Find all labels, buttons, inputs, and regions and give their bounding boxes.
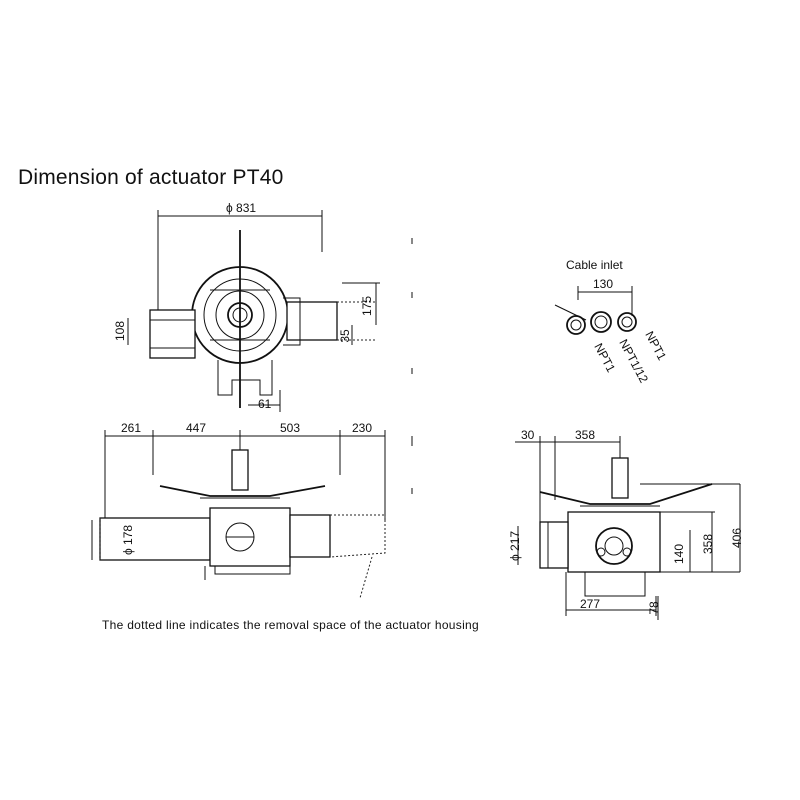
dim-side-358-top: 358 — [575, 428, 595, 442]
dim-side-277: 277 — [580, 597, 600, 611]
dim-side-78: 78 — [647, 601, 661, 615]
cable-inlet: Cable inlet 130 NPT1 NPT1/12 NPT1 — [554, 258, 669, 386]
dim-front-230: 230 — [352, 421, 372, 435]
dim-side-30: 30 — [521, 428, 535, 442]
port-label-3: NPT1 — [642, 329, 669, 363]
top-view: ϕ 831 175 108 35 61 — [113, 201, 380, 412]
dim-side-358: 358 — [701, 534, 715, 554]
dim-front-503: 503 — [280, 421, 300, 435]
dim-top-175: 175 — [360, 296, 374, 316]
dim-top-diameter: ϕ 831 — [226, 201, 256, 215]
dim-side-217: ϕ 217 — [508, 531, 522, 561]
dim-side-140: 140 — [672, 544, 686, 564]
dim-front-178: ϕ 178 — [121, 525, 135, 555]
side-view: 30 358 ϕ 217 358 406 140 277 — [508, 428, 744, 620]
dim-top-61: 61 — [258, 397, 272, 411]
dim-front-447: 447 — [186, 421, 206, 435]
port-label-1: NPT1 — [591, 341, 618, 375]
dim-top-108: 108 — [113, 321, 127, 341]
dim-side-406: 406 — [730, 528, 744, 548]
page-title: Dimension of actuator PT40 — [18, 166, 284, 189]
cable-inlet-label: Cable inlet — [566, 258, 623, 272]
dim-front-261: 261 — [121, 421, 141, 435]
port-label-2: NPT1/12 — [616, 337, 651, 386]
caption: The dotted line indicates the removal sp… — [102, 618, 479, 632]
dim-cable-130: 130 — [593, 277, 613, 291]
dim-top-35: 35 — [338, 329, 352, 343]
front-view: 261 447 503 230 ϕ 178 — [91, 421, 386, 599]
